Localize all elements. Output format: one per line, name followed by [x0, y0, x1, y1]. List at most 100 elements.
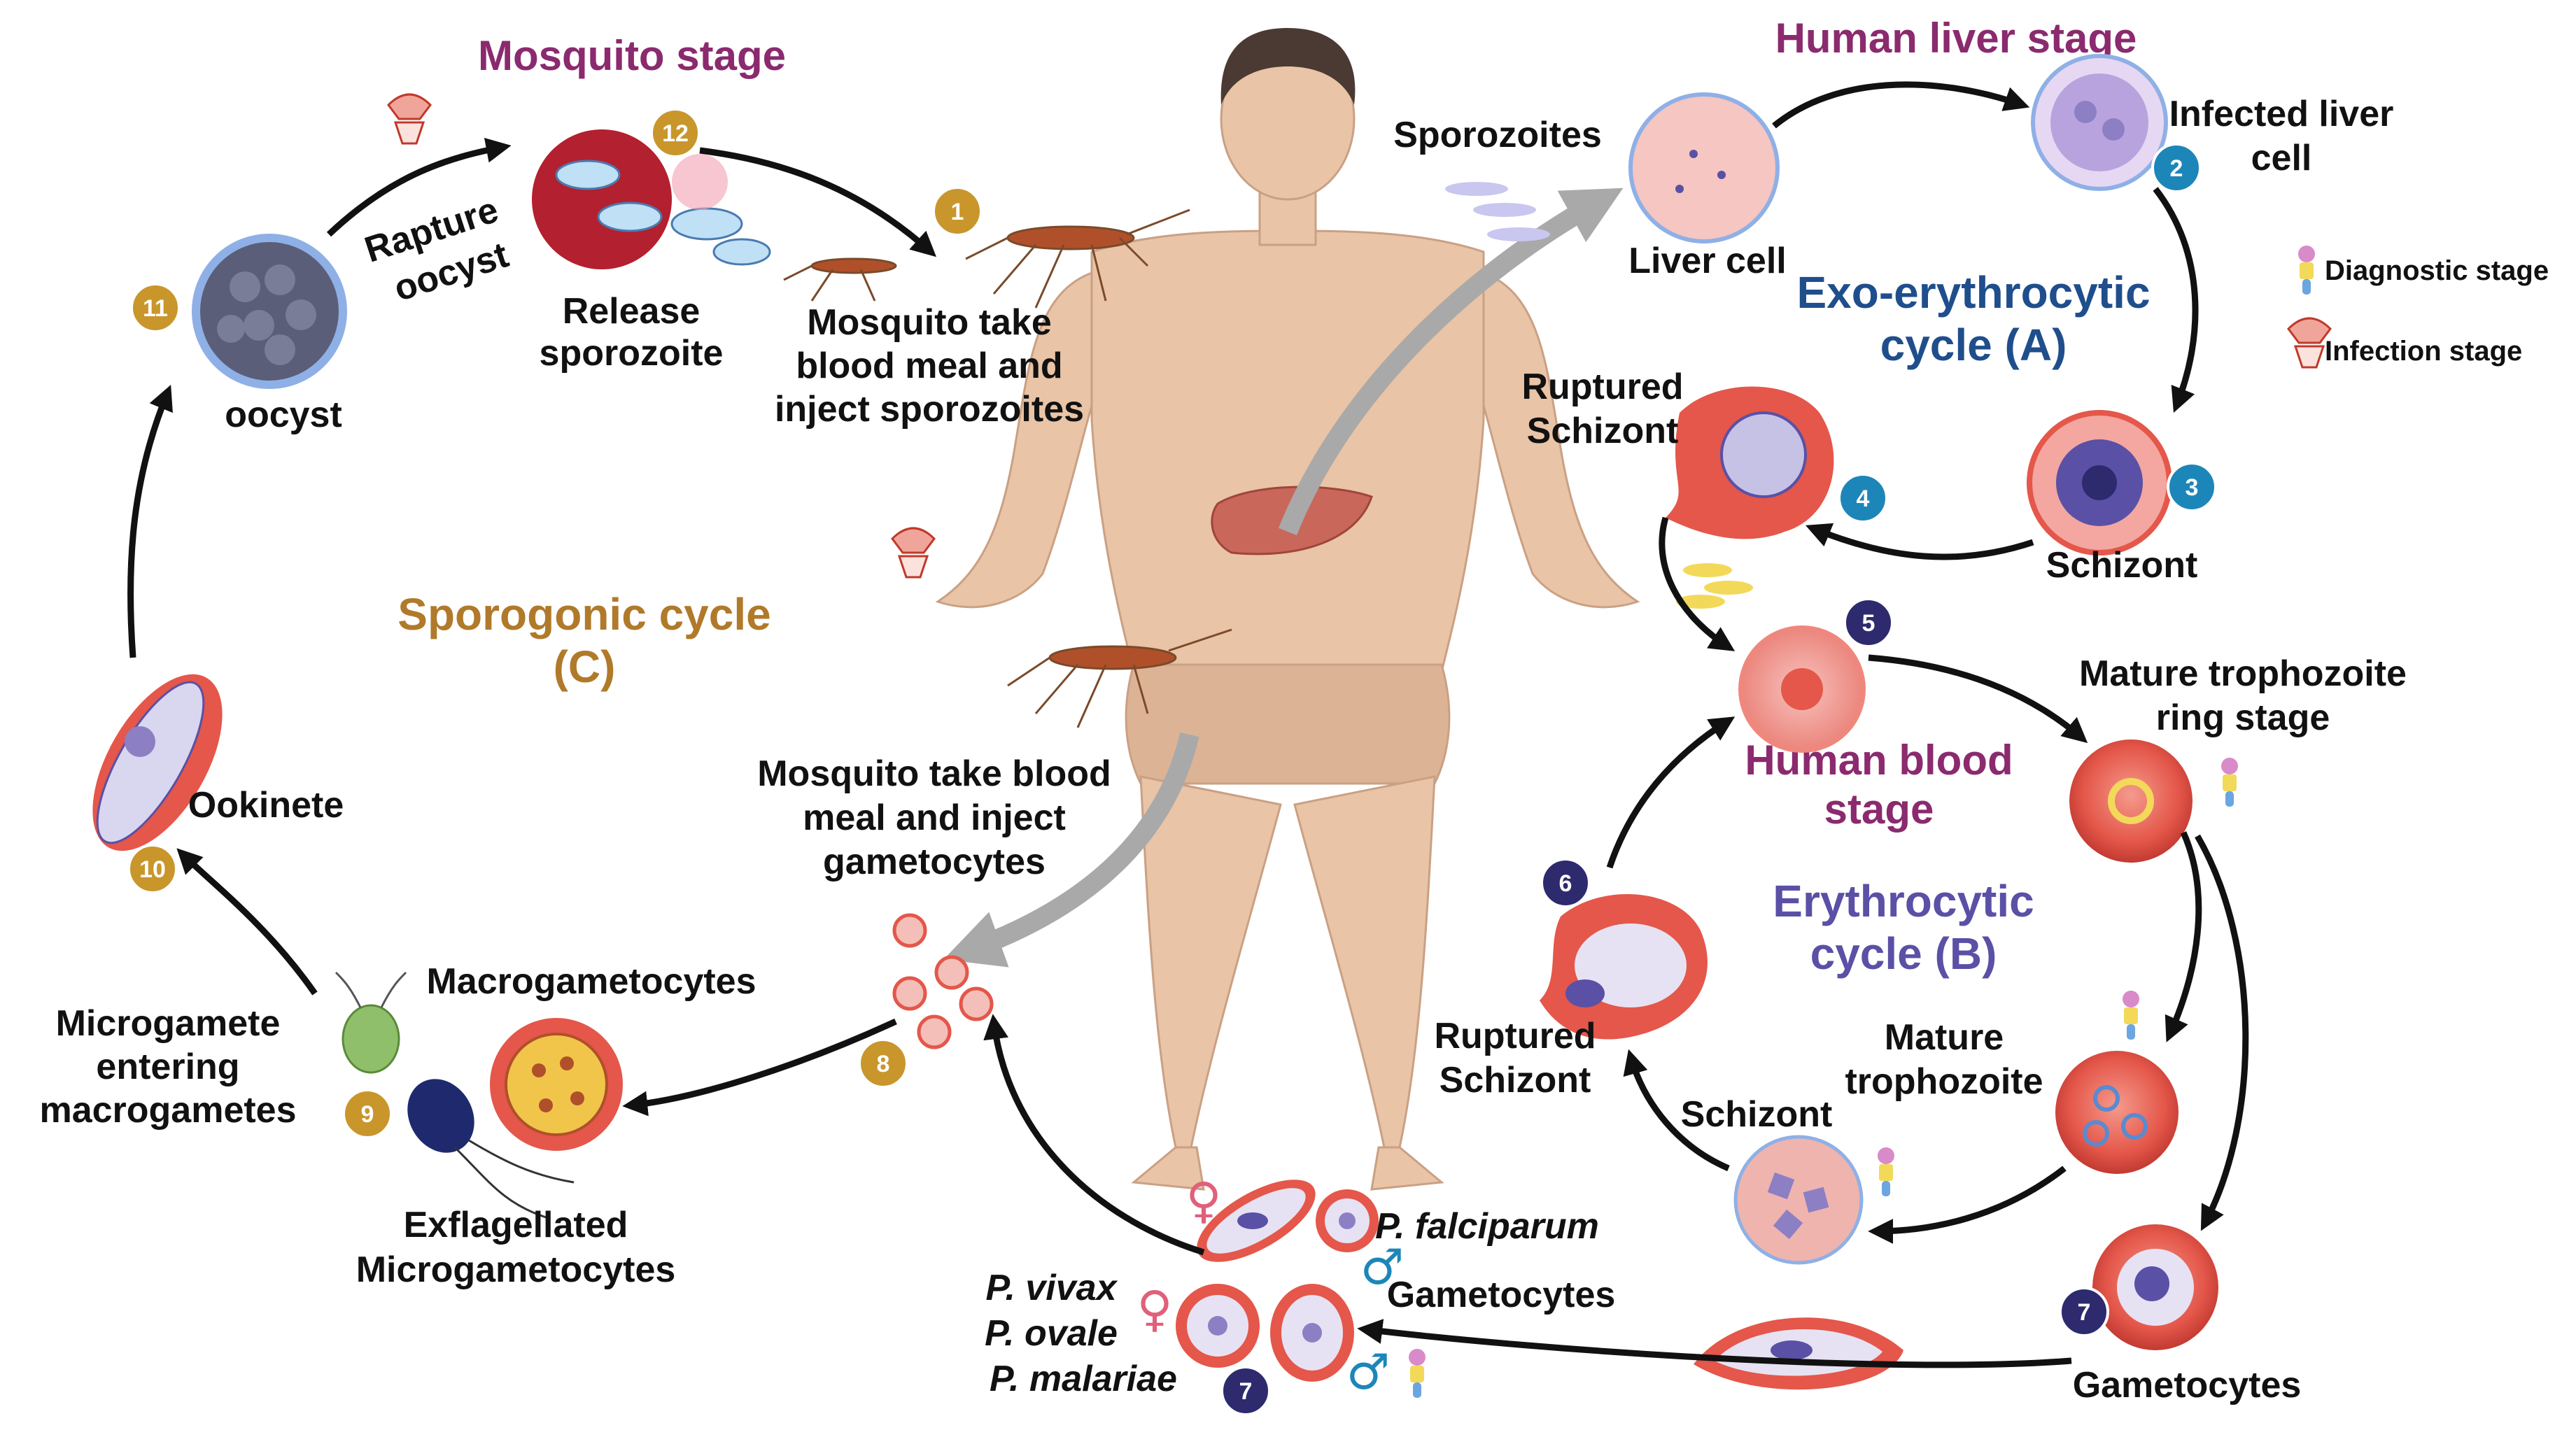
microgamete-label-line3: macrogametes: [39, 1090, 296, 1131]
microgamete-label-line1: Microgamete: [56, 1003, 281, 1044]
step-badge-7: 7: [2059, 1287, 2109, 1337]
step-badge-3: 3: [2167, 462, 2217, 512]
svg-text:4: 4: [1857, 486, 1870, 512]
cycle-arrows: [127, 81, 2249, 1368]
male-symbol: ♂: [1360, 1238, 1405, 1296]
mature-trophozoite-cell: [2055, 1051, 2179, 1174]
step-badge-9: 9: [342, 1089, 393, 1139]
schizont-cell: [2027, 410, 2172, 555]
svg-text:11: 11: [143, 295, 168, 322]
vivax-gametocyte-male: [1270, 1284, 1354, 1382]
macrogametocytes-label: Macrogametocytes: [426, 961, 756, 1002]
gametocytes-mid-label: Gametocytes: [1387, 1275, 1616, 1315]
sporozoite-group: [1445, 182, 1550, 241]
infected-liver-label-line2: cell: [2251, 138, 2312, 178]
erythro-cycle-label-line2: cycle (B): [1810, 928, 1997, 979]
diagnostic-stage-icon: [1409, 1349, 1426, 1398]
liver-cell-label: Liver cell: [1628, 241, 1786, 281]
diagnostic-stage-icon: [2298, 246, 2315, 295]
infection-stage-icon: [891, 527, 936, 579]
mosquito-icon: [783, 257, 897, 302]
svg-text:8: 8: [877, 1051, 890, 1077]
mosquito-icon: [1007, 628, 1232, 728]
svg-text:5: 5: [1862, 610, 1875, 637]
mature-tropho-label-line2: trophozoite: [1845, 1061, 2043, 1102]
p-ovale-label: P. ovale: [985, 1313, 1118, 1354]
gametocytes-right-label: Gametocytes: [2073, 1365, 2302, 1406]
svg-text:7: 7: [2078, 1299, 2091, 1326]
legend: Diagnostic stage Infection stage: [2287, 246, 2549, 369]
falciparum-gametocyte-round: [1316, 1189, 1379, 1252]
diagnostic-stage-icon: [2123, 991, 2139, 1040]
mature-tropho-label-line1: Mature: [1885, 1017, 2004, 1058]
infected-liver-cell: [2031, 54, 2168, 191]
svg-text:9: 9: [361, 1101, 374, 1128]
svg-text:12: 12: [662, 120, 689, 147]
exflagellated-microgametocyte-cell: [407, 1079, 575, 1219]
mosquito-gameto-label-line1: Mosquito take blood: [757, 753, 1111, 794]
legend-infection-label: Infection stage: [2325, 336, 2522, 367]
svg-text:10: 10: [139, 856, 166, 883]
mature-tropho-ring-label-line1: Mature trophozoite: [2079, 653, 2407, 694]
falciparum-gametocyte-crescent: [1197, 1180, 1316, 1262]
infection-stage-icon: [2287, 317, 2332, 369]
ookinete-cell: [92, 674, 223, 851]
svg-text:6: 6: [1559, 870, 1572, 897]
svg-text:7: 7: [1239, 1378, 1253, 1405]
mosquito-sporo-label-line1: Mosquito take: [807, 302, 1052, 343]
oocyst-cell: [192, 234, 347, 389]
macrogametocyte-cell: [490, 1018, 623, 1151]
gametocyte-blood-cell: [2092, 1224, 2218, 1350]
ruptured-schizont-bottom-label-line1: Ruptured: [1434, 1016, 1596, 1056]
step-badge-1: 1: [932, 186, 983, 236]
human-figure: [935, 28, 1640, 1191]
ookinete-label: Ookinete: [188, 785, 344, 826]
p-malariae-label: P. malariae: [990, 1359, 1177, 1399]
svg-text:2: 2: [2170, 155, 2183, 182]
step-badge-8: 8: [858, 1038, 908, 1089]
crescent-gametocyte-cell: [1694, 1317, 1903, 1390]
mosquito-gameto-label-line3: gametocytes: [823, 842, 1046, 882]
diagnostic-stage-icon: [1878, 1147, 1894, 1196]
human-blood-stage-title-line2: stage: [1824, 786, 1934, 833]
ruptured-schizont-top-label-line2: Schizont: [1527, 411, 1679, 451]
oocyst-label: oocyst: [225, 395, 342, 435]
ruptured-schizont-bottom-label-line2: Schizont: [1440, 1060, 1591, 1100]
step-badge-11: 11: [130, 283, 181, 333]
release-label-line1: Release: [563, 291, 701, 332]
p-falciparum-label: P. falciparum: [1375, 1206, 1599, 1247]
ruptured-schizont-top-label-line1: Ruptured: [1521, 367, 1683, 407]
svg-text:3: 3: [2186, 474, 2199, 501]
female-symbol: ♀: [1185, 1172, 1221, 1229]
male-symbol: ♂: [1346, 1343, 1391, 1401]
p-vivax-label: P. vivax: [985, 1268, 1118, 1308]
mosquito-icon: [965, 208, 1190, 309]
ring-stage-cell: [2069, 739, 2193, 863]
diagnostic-stage-icon: [2221, 758, 2238, 807]
mosquito-sporo-label-line3: inject sporozoites: [775, 389, 1084, 430]
exo-cycle-label-line2: cycle (A): [1880, 320, 2067, 370]
step-badge-5: 5: [1843, 597, 1894, 648]
erythro-cycle-label-line1: Erythrocytic: [1773, 876, 2034, 926]
human-liver-stage-title: Human liver stage: [1775, 15, 2137, 62]
sporozoites-label: Sporozoites: [1393, 115, 1602, 155]
exflagellated-label-line2: Microgametocytes: [356, 1250, 676, 1290]
gametocyte-cluster: [892, 913, 994, 1049]
legend-diagnostic-label: Diagnostic stage: [2325, 255, 2549, 286]
schizont-right-label: Schizont: [2046, 545, 2198, 586]
step-badge-10: 10: [127, 844, 178, 894]
step-badge-12: 12: [650, 108, 701, 158]
vivax-gametocyte-female: [1176, 1284, 1260, 1368]
exflagellated-label-line1: Exflagellated: [404, 1205, 628, 1245]
liver-cell: [1628, 92, 1780, 243]
mosquito-sporo-label-line2: blood meal and: [796, 346, 1062, 386]
mosquito-gameto-label-line2: meal and inject: [803, 798, 1066, 838]
human-rbc-cell: [1738, 625, 1866, 753]
release-label-line2: sporozoite: [540, 333, 724, 374]
schizont-blood-cell: [1733, 1135, 1864, 1265]
schizont-bottom-label: Schizont: [1681, 1094, 1833, 1135]
merozoite-group: [1676, 563, 1753, 609]
exo-cycle-label-line1: Exo-erythrocytic: [1796, 267, 2150, 318]
